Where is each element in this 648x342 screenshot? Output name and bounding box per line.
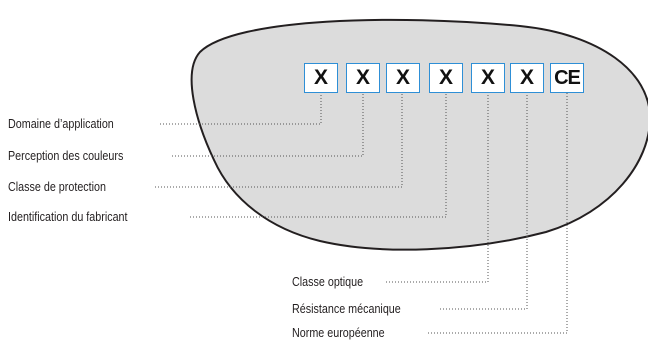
label-resistance-mecanique: Résistance mécanique [292,302,401,316]
leader-resistance [440,92,528,310]
ce-mark-icon: CE [554,66,581,89]
mark-classe-optique: X [471,63,505,93]
mark-resistance-mecanique: X [510,63,544,93]
label-classe-protection: Classe de protection [8,180,106,194]
label-classe-optique: Classe optique [292,275,364,289]
leader-classe-protection [155,92,403,188]
mark-perception-couleurs: X [346,63,380,93]
leader-norme [428,92,568,334]
leader-classe-optique [386,92,489,283]
mark-ce-norme: CE [550,63,584,93]
lens-shape [190,18,648,251]
leader-identification [190,92,447,218]
mark-classe-protection: X [386,63,420,93]
leader-perception [172,92,364,157]
label-perception-couleurs: Perception des couleurs [8,149,124,163]
mark-identification-fabricant: X [429,63,463,93]
label-norme-europeenne: Norme européenne [292,326,385,340]
label-domaine-application: Domaine d’application [8,117,114,131]
label-identification-fabricant: Identification du fabricant [8,210,128,224]
mark-domaine-application: X [304,63,338,93]
